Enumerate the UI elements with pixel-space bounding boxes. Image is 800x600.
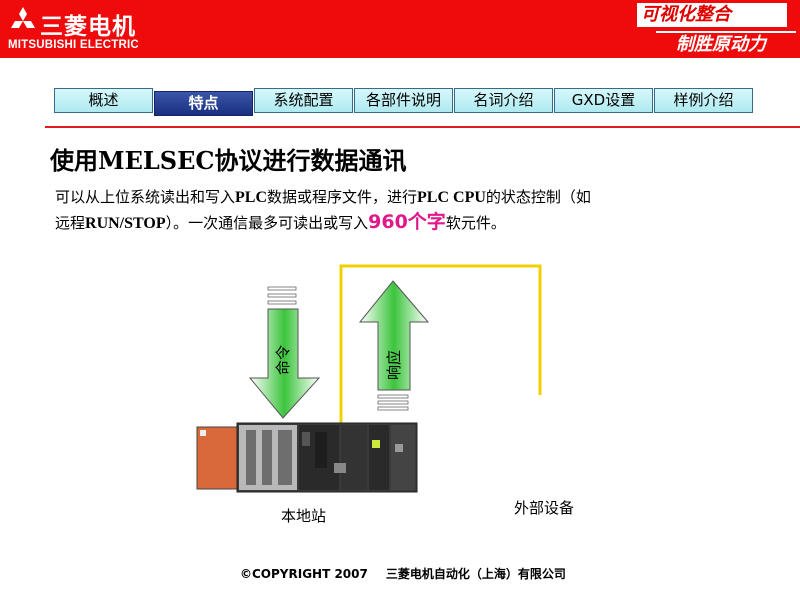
brand-name-cn: 三菱电机: [40, 14, 136, 40]
tab-examples[interactable]: 样例介绍: [654, 88, 753, 113]
title-divider: [45, 126, 800, 128]
company-name: 三菱电机自动化（上海）有限公司: [385, 567, 566, 581]
slogan-line-2: 制胜原动力: [656, 31, 796, 55]
mitsubishi-logo-icon: [11, 7, 35, 28]
desc-seg: 软元件。: [445, 214, 506, 232]
tab-system-config[interactable]: 系统配置: [254, 88, 353, 113]
response-label: 响应: [385, 350, 403, 380]
desc-bold: PLC CPU: [417, 189, 486, 206]
tab-component-desc[interactable]: 各部件说明: [354, 88, 453, 113]
desc-bold: RUN/STOP: [85, 215, 166, 232]
desc-seg: 远程: [55, 214, 86, 232]
command-arrow-icon: [248, 286, 321, 419]
highlight-960-words: 960个字: [368, 211, 446, 233]
local-station-label: 本地站: [281, 507, 327, 525]
desc-bold: PLC: [235, 189, 268, 206]
brand-name-en: MITSUBISHI ELECTRIC: [8, 39, 139, 51]
desc-seg: ）。一次通信最多可读出或写入: [165, 214, 369, 232]
desc-seg: 数据或程序文件，进行: [267, 188, 418, 206]
command-label: 命令: [274, 345, 292, 375]
cable-line: [339, 264, 542, 425]
copyright-text: ©COPYRIGHT 2007: [240, 567, 368, 581]
footer: ©COPYRIGHT 2007 三菱电机自动化（上海）有限公司: [240, 565, 584, 582]
slogan-line-1: 可视化整合: [637, 3, 787, 27]
tab-glossary[interactable]: 名词介绍: [454, 88, 553, 113]
desc-seg: 可以从上位系统读出和写入: [55, 188, 236, 206]
tab-features[interactable]: 特点: [154, 91, 253, 116]
page-title: 使用MELSEC协议进行数据通讯: [50, 146, 407, 175]
description-text: 可以从上位系统读出和写入PLC数据或程序文件，进行PLC CPU的状态控制（如 …: [55, 185, 755, 236]
header-bar: 三菱电机 MITSUBISHI ELECTRIC 可视化整合 制胜原动力: [0, 0, 800, 58]
external-device-label: 外部设备: [514, 499, 575, 517]
tab-gxd-settings[interactable]: GXD设置: [554, 88, 653, 113]
plc-unit-image: [196, 422, 418, 493]
response-arrow-icon: [358, 280, 430, 411]
desc-seg: 的状态控制（如: [485, 188, 591, 206]
tab-overview[interactable]: 概述: [54, 88, 153, 113]
